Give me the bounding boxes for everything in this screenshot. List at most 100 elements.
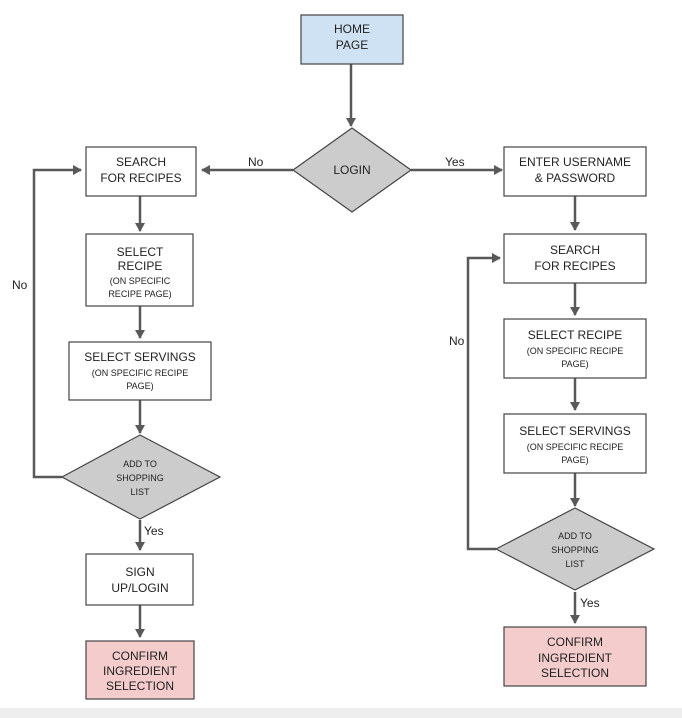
left-loop-no-label: No (12, 278, 28, 292)
svg-text:& PASSWORD: & PASSWORD (535, 171, 616, 185)
left-yes-label: Yes (144, 524, 164, 538)
right-select-recipe-line-2: (ON SPECIFIC RECIPE (527, 346, 624, 356)
right-select-recipe-line-3: PAGE) (561, 359, 588, 369)
node-left-select-servings: SELECT SERVINGS (ON SPECIFIC RECIPE PAGE… (68, 341, 212, 401)
connectors (32, 64, 580, 638)
svg-text:PAGE): PAGE) (126, 381, 153, 391)
left-confirm-line-2: INGREDIENT (103, 664, 178, 678)
svg-text:SELECTION: SELECTION (541, 666, 609, 680)
node-right-confirm: CONFIRM INGREDIENT SELECTION (503, 626, 647, 687)
right-confirm-line-2: INGREDIENT (538, 651, 613, 665)
svg-text:(ON SPECIFIC: (ON SPECIFIC (110, 276, 171, 286)
svg-text:SHOPPING: SHOPPING (551, 545, 599, 555)
svg-text:SELECT RECIPE: SELECT RECIPE (528, 328, 622, 342)
enter-credentials-box (503, 146, 647, 197)
left-confirm-line-3: SELECTION (106, 679, 174, 693)
left-select-servings-line-2: (ON SPECIFIC RECIPE (92, 368, 189, 378)
svg-text:INGREDIENT: INGREDIENT (538, 651, 613, 665)
left-confirm-line-1: CONFIRM (112, 649, 168, 663)
svg-text:(ON SPECIFIC RECIPE: (ON SPECIFIC RECIPE (527, 346, 624, 356)
edge-labels: No Yes No Yes No Yes (12, 155, 600, 610)
login-line-1: LOGIN (333, 163, 370, 177)
home-line-2: PAGE (336, 38, 368, 52)
login-no-label: No (248, 155, 264, 169)
left-search-box (85, 146, 197, 197)
enter-credentials-line-2: & PASSWORD (535, 171, 616, 185)
right-loop-no-label: No (449, 334, 465, 348)
right-select-servings-line-3: PAGE) (561, 455, 588, 465)
svg-text:(ON SPECIFIC RECIPE: (ON SPECIFIC RECIPE (92, 368, 189, 378)
left-add-to-list-line-1: ADD TO (123, 459, 157, 469)
svg-text:SELECT SERVINGS: SELECT SERVINGS (519, 424, 631, 438)
node-login: LOGIN (291, 127, 413, 213)
svg-text:SELECTION: SELECTION (106, 679, 174, 693)
bottom-strip (0, 708, 682, 718)
right-select-servings-line-2: (ON SPECIFIC RECIPE (527, 442, 624, 452)
left-select-servings-line-1: SELECT SERVINGS (84, 350, 196, 364)
svg-text:ENTER USERNAME: ENTER USERNAME (519, 155, 631, 169)
svg-text:RECIPE PAGE): RECIPE PAGE) (108, 289, 171, 299)
left-search-line-2: FOR RECIPES (100, 171, 181, 185)
node-signup-login: SIGN UP/LOGIN (85, 553, 194, 606)
right-confirm-line-3: SELECTION (541, 666, 609, 680)
left-add-to-list-line-3: LIST (130, 487, 150, 497)
left-add-to-list-diamond (60, 434, 222, 520)
left-select-recipe-line-4: RECIPE PAGE) (108, 289, 171, 299)
svg-text:CONFIRM: CONFIRM (112, 649, 168, 663)
login-diamond (291, 127, 413, 213)
svg-text:LOGIN: LOGIN (333, 163, 370, 177)
left-select-recipe-box (85, 233, 194, 307)
signup-login-box (85, 553, 194, 606)
svg-text:RECIPE: RECIPE (118, 259, 163, 273)
svg-text:LIST: LIST (130, 487, 150, 497)
svg-text:SELECT: SELECT (117, 245, 164, 259)
right-add-to-list-line-1: ADD TO (558, 531, 592, 541)
right-select-recipe-line-1: SELECT RECIPE (528, 328, 622, 342)
svg-text:FOR RECIPES: FOR RECIPES (534, 259, 615, 273)
node-left-add-to-list: ADD TO SHOPPING LIST (60, 434, 222, 520)
svg-text:PAGE): PAGE) (561, 455, 588, 465)
edge-right-add-no-loop (466, 253, 501, 551)
left-select-recipe-line-1: SELECT (117, 245, 164, 259)
right-add-to-list-diamond (494, 507, 656, 591)
node-right-search: SEARCH FOR RECIPES (503, 233, 647, 284)
right-select-servings-box (503, 413, 647, 474)
left-confirm-box (85, 640, 195, 700)
svg-text:SIGN: SIGN (125, 565, 154, 579)
node-right-select-servings: SELECT SERVINGS (ON SPECIFIC RECIPE PAGE… (503, 413, 647, 474)
svg-text:FOR RECIPES: FOR RECIPES (100, 171, 181, 185)
login-yes-label: Yes (445, 155, 465, 169)
left-select-servings-box (68, 341, 212, 401)
node-left-search: SEARCH FOR RECIPES (85, 146, 197, 197)
right-yes-label: Yes (580, 596, 600, 610)
svg-text:INGREDIENT: INGREDIENT (103, 664, 178, 678)
signup-login-line-2: UP/LOGIN (111, 581, 168, 595)
svg-text:PAGE: PAGE (336, 38, 368, 52)
right-select-servings-line-1: SELECT SERVINGS (519, 424, 631, 438)
svg-text:LIST: LIST (565, 559, 585, 569)
left-select-recipe-line-2: RECIPE (118, 259, 163, 273)
svg-text:SEARCH: SEARCH (116, 155, 166, 169)
node-right-select-recipe: SELECT RECIPE (ON SPECIFIC RECIPE PAGE) (503, 318, 647, 379)
svg-text:SEARCH: SEARCH (550, 243, 600, 257)
left-search-line-1: SEARCH (116, 155, 166, 169)
svg-text:SHOPPING: SHOPPING (116, 473, 164, 483)
right-confirm-box (503, 626, 647, 687)
right-search-box (503, 233, 647, 284)
node-left-confirm: CONFIRM INGREDIENT SELECTION (85, 640, 195, 700)
signup-login-line-1: SIGN (125, 565, 154, 579)
home-box (300, 14, 404, 65)
svg-text:PAGE): PAGE) (561, 359, 588, 369)
svg-text:SELECT SERVINGS: SELECT SERVINGS (84, 350, 196, 364)
left-select-recipe-line-3: (ON SPECIFIC (110, 276, 171, 286)
svg-text:ADD TO: ADD TO (558, 531, 592, 541)
svg-text:ADD TO: ADD TO (123, 459, 157, 469)
svg-text:UP/LOGIN: UP/LOGIN (111, 581, 168, 595)
svg-text:HOME: HOME (334, 22, 370, 36)
left-select-servings-line-3: PAGE) (126, 381, 153, 391)
node-right-add-to-list: ADD TO SHOPPING LIST (494, 507, 656, 591)
svg-text:(ON SPECIFIC RECIPE: (ON SPECIFIC RECIPE (527, 442, 624, 452)
right-select-recipe-box (503, 318, 647, 379)
left-add-to-list-line-2: SHOPPING (116, 473, 164, 483)
